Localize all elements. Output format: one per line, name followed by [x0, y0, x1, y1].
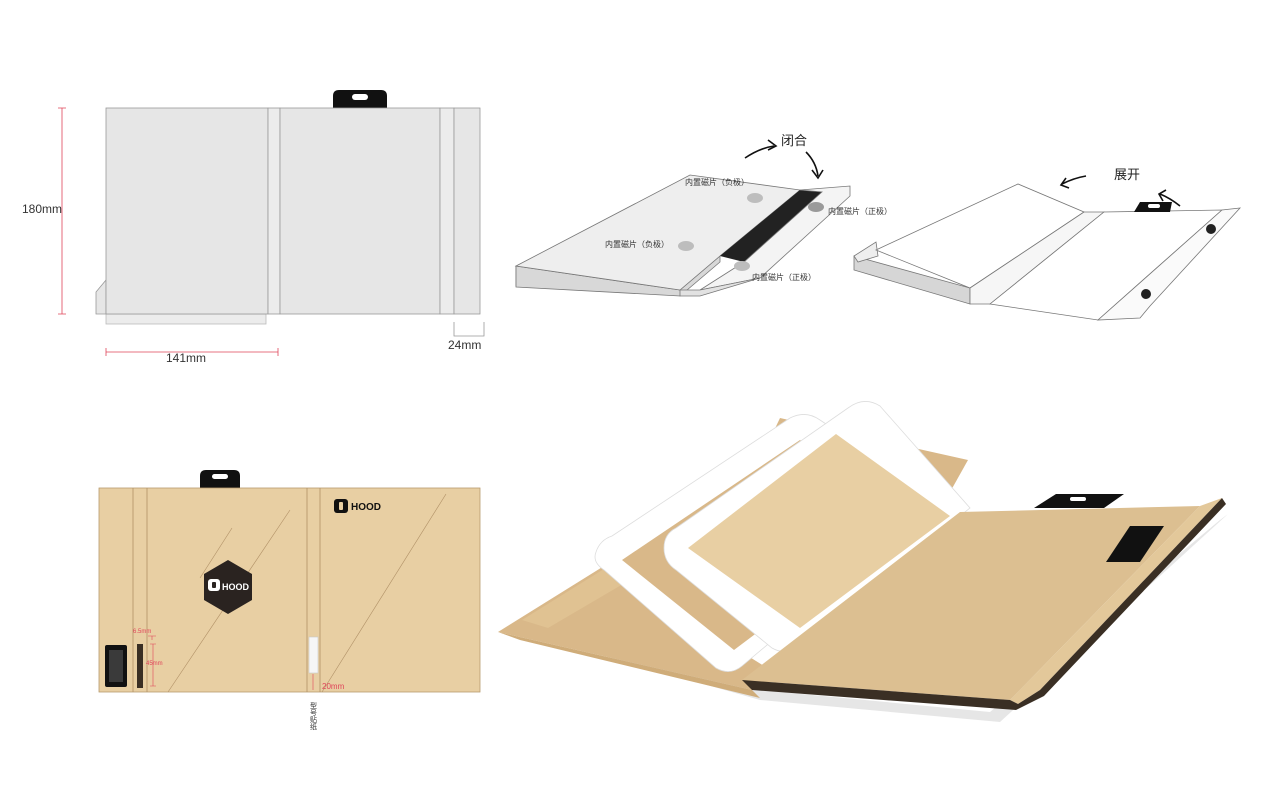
- open-arrow-2-head: [1157, 189, 1167, 202]
- open-arrow-1-head: [1059, 177, 1070, 189]
- hang-hole: [352, 94, 368, 100]
- device-print-screen: [109, 650, 123, 682]
- close-action-label: 闭合: [781, 134, 807, 149]
- brand-badge-icon-inner: [212, 582, 216, 588]
- render-right-tab: [1010, 498, 1222, 704]
- open-arrow-2: [1159, 193, 1181, 207]
- open-right-tab: [1096, 207, 1242, 321]
- magnet-pos-right: [808, 202, 824, 212]
- render-left-bottom: [498, 632, 760, 698]
- render-hang-hole: [1070, 497, 1086, 501]
- spine-panel: [267, 107, 281, 315]
- open-action-label: 展开: [1114, 168, 1140, 183]
- magnet-pos-bottom-label: 内置磁片（正极）: [752, 272, 816, 282]
- closed-bottom-flap: [679, 277, 761, 297]
- close-arrow-2: [805, 151, 819, 177]
- open-hang-hole: [1148, 204, 1160, 208]
- kraft-diag-2: [199, 527, 233, 579]
- sticker-label-3: 贴: [310, 715, 317, 724]
- brand-badge-text: HOOD: [222, 582, 250, 592]
- magnet-pos-bottom: [734, 261, 750, 271]
- left-panel: [105, 107, 269, 315]
- tab-dim-line: [453, 322, 485, 337]
- render-right-panel: [742, 506, 1200, 700]
- dim-small-b-label: 45mm: [146, 661, 163, 667]
- open-magnet-bottom: [1141, 289, 1151, 299]
- magnet-neg-left-label: 内置磁片（负极）: [605, 239, 669, 249]
- close-arrow-2-head: [811, 169, 824, 180]
- magnet-neg-left: [678, 241, 694, 251]
- tab-panel-b: [453, 107, 481, 315]
- brand-badge-hex: [204, 560, 252, 614]
- sticker-label-4: 纸: [310, 722, 317, 731]
- tab-dim-label: 24mm: [448, 338, 481, 352]
- dim-sticker-label: 20mm: [322, 682, 345, 691]
- height-dim-label: 180mm: [22, 202, 62, 216]
- kraft-body: [98, 487, 481, 693]
- render-left-strip: [522, 564, 640, 628]
- kraft-diag-3: [321, 493, 447, 693]
- bottom-strip: [105, 313, 267, 325]
- closed-box-view: 内置磁片（负极） 内置磁片（负极） 内置磁片（正极） 内置磁片（正极） 闭合: [514, 134, 892, 297]
- kraft-dieline: HOOD HOOD 6.5mm 45mm 20mm 型 号 贴 纸: [98, 470, 481, 731]
- open-box-view: 展开: [853, 168, 1242, 321]
- height-dim-line: [58, 107, 66, 315]
- kraft-hang-hole: [212, 474, 228, 479]
- kraft-render-3d: [498, 401, 1228, 722]
- close-arrow-1-head: [767, 139, 778, 151]
- dieline-flat: 180mm 141mm 24mm: [22, 90, 485, 365]
- model-sticker: [308, 636, 319, 674]
- width-dim-label: 141mm: [166, 351, 206, 365]
- close-arrow-1: [744, 145, 775, 159]
- vertical-text-strip: [137, 644, 143, 688]
- sticker-label-2: 号: [310, 709, 317, 717]
- width-dim-line: [105, 348, 279, 356]
- dim-small-b-line: [150, 643, 156, 687]
- magnet-neg-top: [747, 193, 763, 203]
- magnet-neg-top-label: 内置磁片（负极）: [685, 177, 749, 187]
- left-flap: [95, 278, 107, 315]
- render-frame-inner-window: [688, 434, 950, 628]
- render-right-edge: [742, 498, 1226, 710]
- dim-small-a-line: [148, 635, 156, 640]
- open-arrow-1: [1061, 175, 1087, 185]
- brand-small-text: HOOD: [351, 502, 381, 513]
- right-panel: [279, 107, 441, 315]
- dim-small-a-label: 6.5mm: [133, 629, 151, 635]
- magnet-pos-right-label: 内置磁片（正极）: [828, 206, 892, 216]
- render-window-strip: [1106, 526, 1164, 562]
- open-magnet-top: [1206, 224, 1216, 234]
- closed-dark-gap: [720, 190, 822, 262]
- tab-panel-a: [439, 107, 455, 315]
- sticker-label-1: 型: [310, 701, 317, 710]
- open-tray-flap: [853, 241, 879, 263]
- brand-small-icon-inner: [339, 502, 343, 510]
